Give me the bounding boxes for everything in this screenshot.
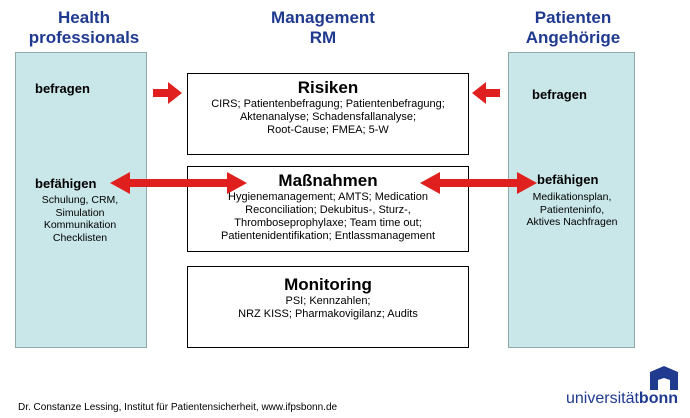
header-right-line2: Angehörige — [525, 28, 621, 47]
massnahmen-text: Hygienemanagement; AMTS; Medication Reco… — [188, 191, 468, 243]
left-befaehigen-label: befähigen — [35, 176, 97, 191]
risiken-line: CIRS; Patientenbefragung; Patientenbefra… — [211, 98, 445, 110]
risiken-text: CIRS; Patientenbefragung; Patientenbefra… — [188, 98, 468, 137]
header-center-line1: Management — [271, 8, 375, 27]
massnahmen-line: Reconciliation; Dekubitus-, Sturz-, — [245, 204, 411, 216]
right-item: Patienteninfo, — [539, 203, 605, 216]
risiken-box: Risiken CIRS; Patientenbefragung; Patien… — [187, 73, 469, 155]
logo-suffix: bonn — [638, 390, 679, 407]
right-panel — [508, 52, 635, 348]
right-item: Aktives Nachfragen — [526, 216, 618, 228]
header-center-line2: RM — [309, 28, 337, 47]
risiken-title: Risiken — [297, 78, 359, 97]
massnahmen-box: Maßnahmen Hygienemanagement; AMTS; Medic… — [187, 166, 469, 252]
header-right-line1: Patienten — [534, 8, 612, 27]
monitoring-title: Monitoring — [284, 275, 372, 294]
left-item: Checklisten — [52, 231, 108, 244]
footer-credit: Dr. Constanze Lessing, Institut für Pati… — [18, 402, 338, 413]
right-items: Medikationsplan, Patienteninfo, Aktives … — [511, 191, 633, 229]
monitoring-text: PSI; Kennzahlen; NRZ KISS; Pharmakovigil… — [188, 295, 468, 321]
left-item: Simulation — [55, 206, 105, 219]
logo-prefix: universität — [566, 390, 639, 407]
university-logo: universitätbonn — [566, 366, 686, 412]
left-item: Schulung, CRM, — [41, 194, 119, 206]
header-health-professionals: Health professionals — [22, 8, 146, 48]
arrow-right-icon — [153, 82, 182, 104]
header-management-rm: Management RM — [238, 8, 408, 48]
bonn-emblem-icon — [650, 366, 678, 390]
massnahmen-title: Maßnahmen — [278, 171, 378, 190]
monitoring-line: NRZ KISS; Pharmakovigilanz; Audits — [238, 308, 418, 320]
left-items: Schulung, CRM, Simulation Kommunikation … — [18, 194, 142, 244]
arrow-left-icon — [472, 82, 500, 104]
risiken-line: Root-Cause; FMEA; 5-W — [267, 124, 389, 136]
monitoring-box: Monitoring PSI; Kennzahlen; NRZ KISS; Ph… — [187, 266, 469, 348]
massnahmen-line: Hygienemanagement; AMTS; Medication — [228, 191, 428, 203]
right-befragen-label: befragen — [532, 87, 587, 102]
header-left-line1: Health — [58, 8, 110, 27]
left-panel — [15, 52, 147, 348]
massnahmen-line: Thromboseprophylaxe; Team time out; — [234, 217, 422, 229]
right-befaehigen-label: befähigen — [537, 172, 599, 187]
massnahmen-line: Patientenidentifikation; Entlassmanageme… — [220, 230, 436, 242]
left-item: Kommunikation — [43, 219, 117, 231]
risiken-line: Aktenanalyse; Schadensfallanalyse; — [239, 111, 417, 123]
header-patienten-angehoerige: Patienten Angehörige — [508, 8, 638, 48]
monitoring-line: PSI; Kennzahlen; — [285, 295, 371, 307]
header-left-line2: professionals — [28, 28, 140, 47]
left-befragen-label: befragen — [35, 81, 90, 96]
right-item: Medikationsplan, — [532, 191, 612, 203]
